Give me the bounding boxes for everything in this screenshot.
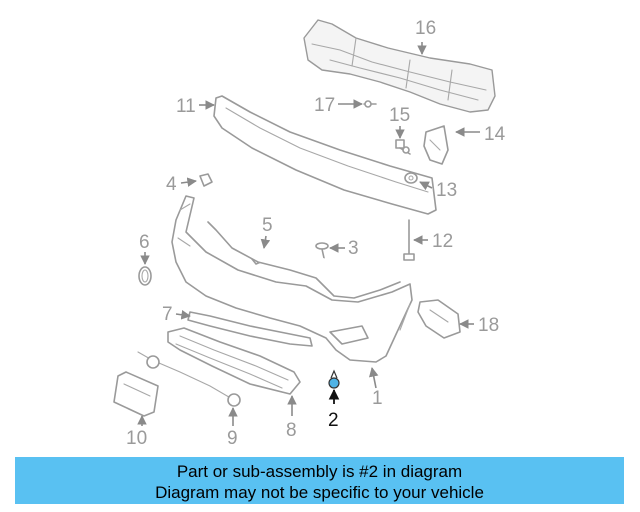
- callout-2-highlighted: 2: [328, 410, 339, 431]
- callout-17: 17: [314, 95, 335, 116]
- part-9-cable: [137, 351, 241, 407]
- part-8-grille-lower: [167, 327, 301, 395]
- callout-12: 12: [432, 231, 453, 252]
- part-14-bracket: [423, 125, 449, 165]
- part-2-clip: [328, 369, 340, 389]
- part-6-ring: [138, 266, 152, 286]
- callout-18: 18: [478, 315, 499, 336]
- banner-line-1: Part or sub-assembly is #2 in diagram: [176, 462, 463, 481]
- callout-5: 5: [262, 215, 273, 236]
- part-7-grille-upper: [187, 311, 313, 347]
- part-15-bolt: [395, 139, 411, 155]
- part-1-bumper-cover: [171, 195, 413, 363]
- leaders: [137, 42, 480, 426]
- callout-8: 8: [286, 420, 297, 441]
- part-13-nut: [404, 172, 418, 184]
- callout-10: 10: [126, 428, 147, 449]
- callout-labels: 16 11 17 15 14 13 12 4 5 3 6 7 18 8 9 10…: [126, 18, 506, 449]
- part-10-plate-bracket: [113, 371, 159, 417]
- callout-6: 6: [139, 232, 150, 253]
- callout-13: 13: [436, 180, 457, 201]
- banner-line-2: Diagram may not be specific to your vehi…: [155, 483, 484, 502]
- callout-4: 4: [166, 174, 177, 195]
- part-4-clip: [199, 173, 213, 187]
- callout-16: 16: [415, 18, 436, 39]
- callout-7: 7: [162, 304, 173, 325]
- part-17-bolt: [363, 100, 377, 108]
- part-16-upper-support: [303, 19, 496, 113]
- callout-9: 9: [227, 428, 238, 449]
- info-banner: Part or sub-assembly is #2 in diagram Di…: [15, 457, 624, 504]
- parts-diagram: 16 11 17 15 14 13 12 4 5 3 6 7 18 8 9 10…: [113, 18, 506, 449]
- part-3-pin: [315, 242, 329, 259]
- callout-14: 14: [484, 124, 506, 145]
- callout-15: 15: [389, 105, 410, 126]
- part-11-reinforcement: [213, 95, 437, 215]
- part-18-bracket: [417, 299, 461, 339]
- callout-3: 3: [348, 238, 359, 259]
- callout-1: 1: [372, 388, 383, 409]
- callout-11: 11: [176, 96, 196, 117]
- part-12-bolt: [403, 219, 415, 261]
